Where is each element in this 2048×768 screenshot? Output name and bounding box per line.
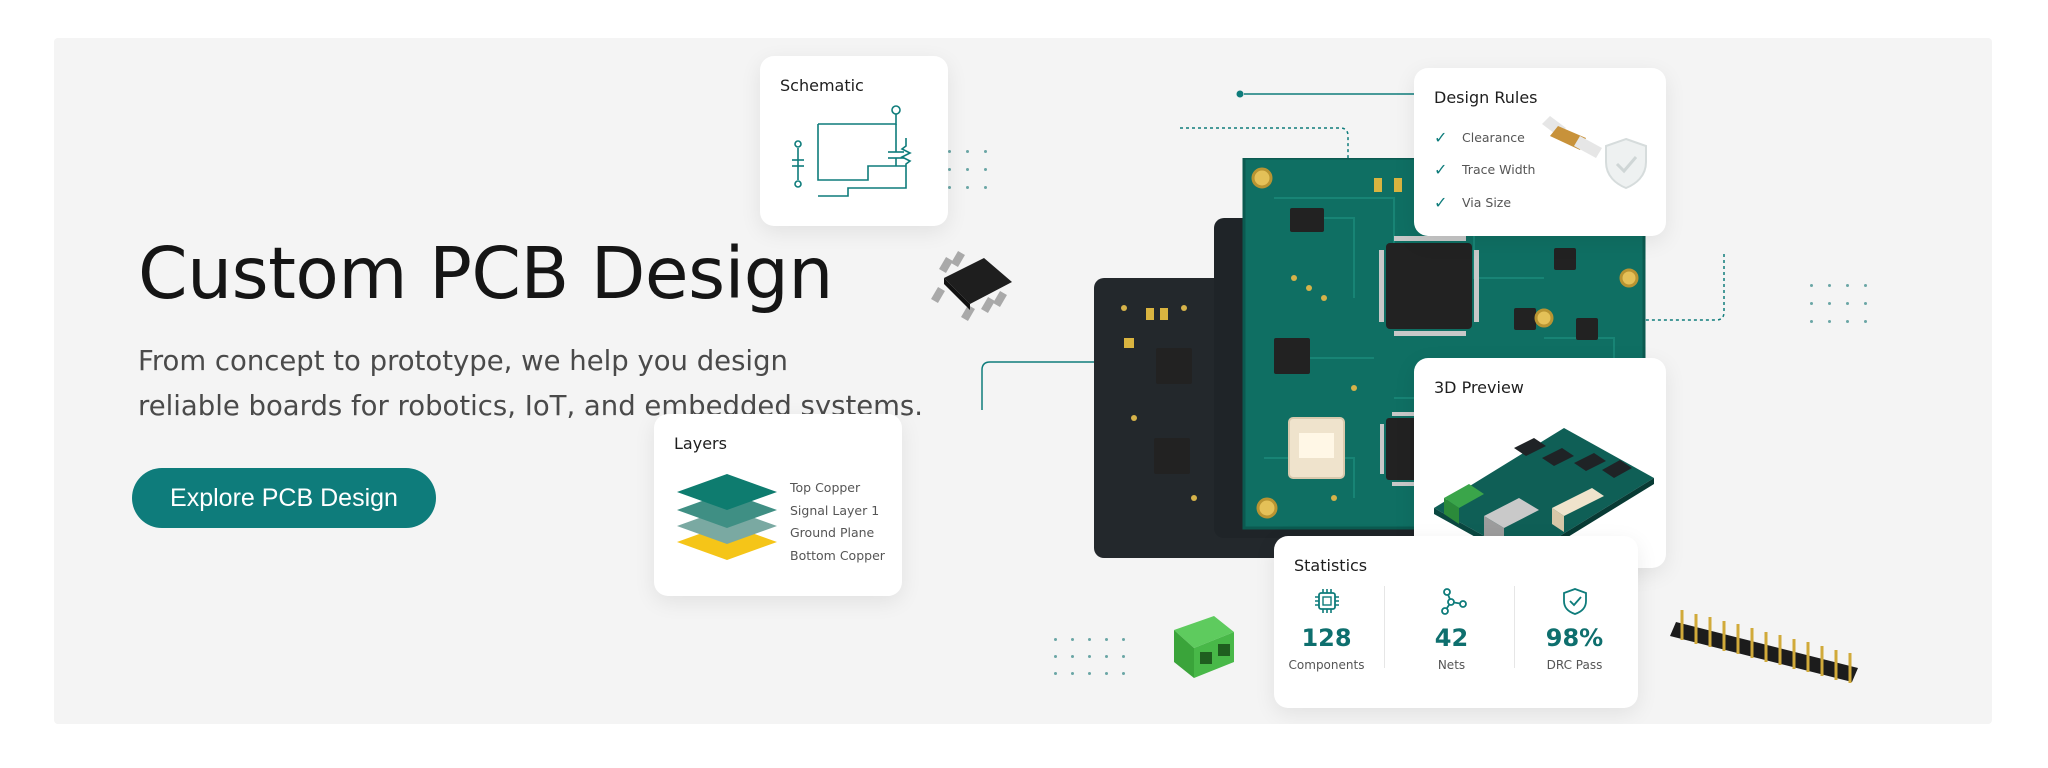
check-icon: ✓ bbox=[1434, 160, 1448, 179]
layers-card-title: Layers bbox=[674, 434, 727, 453]
design-rules-card[interactable]: Design Rules ✓Clearance ✓Trace Width ✓Vi… bbox=[1414, 68, 1666, 236]
shield-check-icon bbox=[1562, 588, 1587, 615]
stat-drc-pass: 98% DRC Pass bbox=[1522, 586, 1627, 672]
statistics-card-title: Statistics bbox=[1294, 556, 1368, 575]
layer-label: Ground Plane bbox=[790, 525, 875, 540]
divider bbox=[1514, 586, 1515, 668]
resistor-component bbox=[1542, 116, 1602, 158]
layer-label: Signal Layer 1 bbox=[790, 503, 880, 518]
pin-header-component bbox=[1670, 610, 1858, 683]
stat-label: DRC Pass bbox=[1546, 658, 1603, 672]
stat-nets: 42 Nets bbox=[1399, 586, 1504, 672]
layer-stack-icon bbox=[677, 474, 777, 560]
3d-preview-card[interactable]: 3D Preview bbox=[1414, 358, 1666, 568]
hero-banner: Custom PCB Design From concept to protot… bbox=[54, 38, 1992, 724]
stat-value: 98% bbox=[1545, 624, 1604, 652]
stat-value: 42 bbox=[1434, 624, 1469, 652]
stat-components: 128 Components bbox=[1274, 586, 1379, 672]
layers-card[interactable]: Layers Top Copper Signal Layer 1 Ground … bbox=[654, 414, 902, 596]
layer-label: Bottom Copper bbox=[790, 548, 885, 563]
shield-check-icon bbox=[1605, 137, 1647, 190]
layer-label: Top Copper bbox=[790, 480, 861, 495]
hero-text-block: Custom PCB Design From concept to protot… bbox=[138, 238, 938, 429]
stat-label: Nets bbox=[1437, 658, 1466, 672]
check-icon: ✓ bbox=[1434, 128, 1448, 147]
decorative-dot-grid bbox=[1810, 284, 1867, 323]
stat-label: Components bbox=[1288, 658, 1365, 672]
rule-item: ✓Trace Width bbox=[1434, 160, 1536, 179]
soic-chip-component bbox=[931, 250, 1012, 322]
rule-item: ✓Clearance bbox=[1434, 128, 1525, 147]
subtitle-line-1: From concept to prototype, we help you d… bbox=[138, 345, 788, 377]
rule-item: ✓Via Size bbox=[1434, 193, 1512, 212]
design-rules-card-title: Design Rules bbox=[1434, 88, 1538, 107]
schematic-card[interactable]: Schematic bbox=[760, 56, 948, 226]
explore-pcb-design-button[interactable]: Explore PCB Design bbox=[132, 468, 436, 528]
statistics-card[interactable]: Statistics 128 Components 42 Nets 98% DR… bbox=[1274, 536, 1638, 708]
check-icon: ✓ bbox=[1434, 193, 1448, 212]
page-title: Custom PCB Design bbox=[138, 232, 833, 315]
divider bbox=[1384, 586, 1385, 668]
chip-icon bbox=[1314, 589, 1339, 613]
stat-value: 128 bbox=[1301, 624, 1352, 652]
schematic-diagram-icon bbox=[792, 105, 912, 197]
schematic-card-title: Schematic bbox=[780, 76, 864, 95]
network-icon bbox=[1440, 588, 1467, 615]
decorative-dot-grid bbox=[1054, 638, 1125, 675]
terminal-block-component bbox=[1174, 616, 1234, 678]
3d-preview-card-title: 3D Preview bbox=[1434, 378, 1524, 397]
